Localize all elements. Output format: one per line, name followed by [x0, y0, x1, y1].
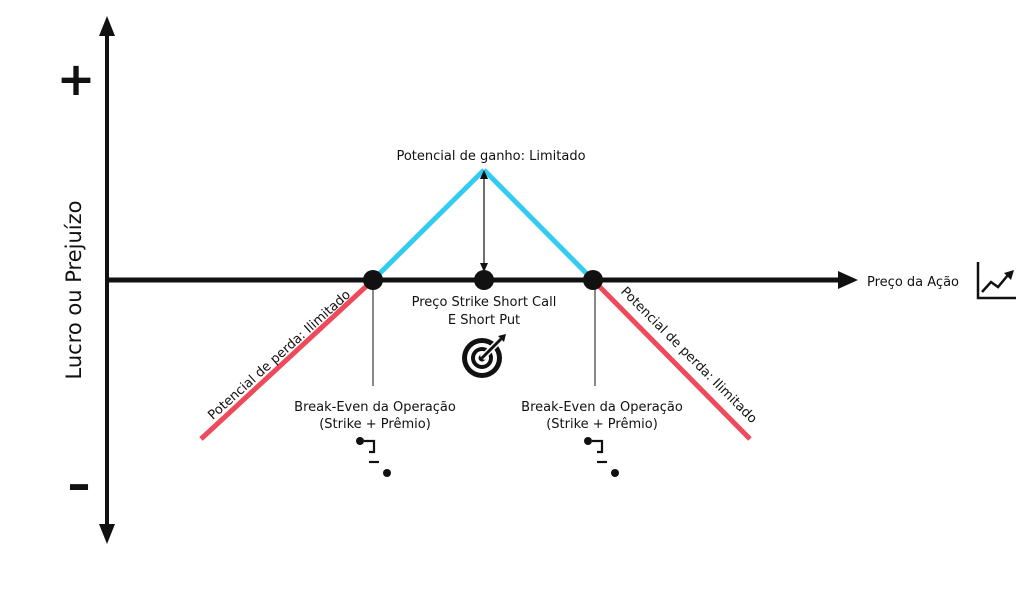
target-icon: [462, 334, 506, 378]
breakeven-right-label-line1: Break-Even da Operação: [521, 400, 683, 415]
y-axis-arrow-down: [99, 524, 115, 544]
plus-sign: +: [57, 52, 96, 106]
strike-label-line2: E Short Put: [448, 313, 520, 328]
step-path-icon: [584, 437, 619, 477]
gain-label: Potencial de ganho: Limitado: [396, 149, 585, 164]
x-axis-label: Preço da Ação: [867, 275, 959, 290]
breakeven-left-point: [363, 270, 383, 290]
loss-line-right: [591, 278, 752, 441]
breakeven-right-label-line2: (Strike + Prêmio): [546, 417, 658, 432]
gain-line-left: [371, 168, 486, 282]
strike-point: [474, 270, 494, 290]
step-path-icon: [356, 437, 391, 477]
peak-indicator-arrow-down: [480, 263, 488, 272]
breakeven-right-point: [583, 270, 603, 290]
breakeven-left-label-line1: Break-Even da Operação: [294, 400, 456, 415]
y-axis-arrow-up: [99, 16, 115, 36]
strike-label-line1: Preço Strike Short Call: [412, 295, 557, 310]
x-axis-arrow: [838, 271, 858, 289]
line-chart-icon: [976, 262, 1016, 300]
minus-sign: –: [68, 457, 91, 511]
peak-indicator-arrow-up: [480, 170, 488, 179]
y-axis-label: Lucro ou Prejuízo: [62, 201, 86, 380]
loss-line-left: [199, 278, 375, 441]
gain-line-right: [482, 168, 595, 282]
breakeven-left-label-line2: (Strike + Prêmio): [319, 417, 431, 432]
